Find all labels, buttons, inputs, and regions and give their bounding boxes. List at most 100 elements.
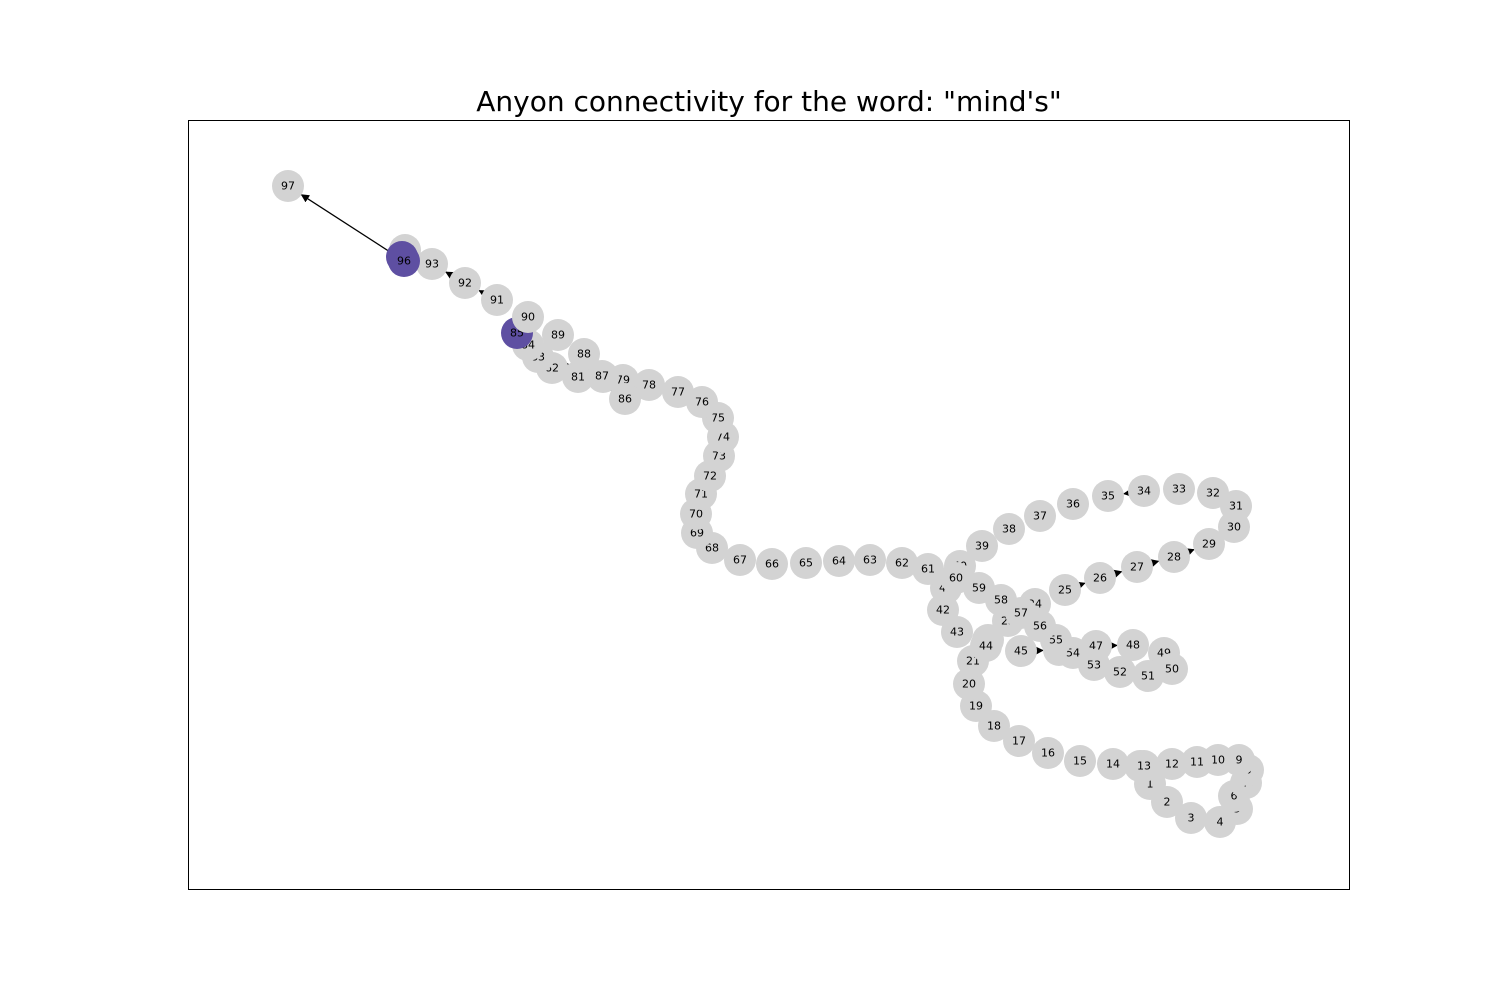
node-circle — [542, 319, 574, 351]
node-label: 53 — [1087, 659, 1101, 672]
node-76: 76 — [686, 386, 718, 418]
node-77: 77 — [662, 376, 694, 408]
node-label: 55 — [1049, 634, 1063, 647]
node-label: 29 — [1202, 538, 1216, 551]
node-label: 33 — [1172, 483, 1186, 496]
node-circle — [970, 630, 1002, 662]
node-circle — [1104, 656, 1136, 688]
node-circle — [1163, 473, 1195, 505]
node-label: 28 — [1167, 551, 1181, 564]
node-label: 37 — [1033, 510, 1047, 523]
node-circle — [1049, 574, 1081, 606]
node-3: 3 — [1175, 802, 1207, 834]
node-circle — [1097, 748, 1129, 780]
node-circle — [912, 553, 944, 585]
node-label: 42 — [936, 604, 950, 617]
node-circle — [633, 369, 665, 401]
node-11: 11 — [1181, 746, 1213, 778]
edge-28-29 — [1185, 548, 1195, 557]
node-circle — [941, 616, 973, 648]
node-label: 67 — [733, 554, 747, 567]
node-93: 93 — [416, 248, 448, 280]
node-circle — [966, 530, 998, 562]
node-label: 70 — [689, 508, 703, 521]
node-78: 78 — [633, 369, 665, 401]
node-label: 52 — [1113, 666, 1127, 679]
node-34: 34 — [1128, 475, 1160, 507]
node-label: 77 — [671, 386, 685, 399]
node-13: 13 — [1128, 750, 1160, 782]
node-circle — [724, 544, 756, 576]
node-label: 56 — [1033, 620, 1047, 633]
node-circle — [1181, 746, 1213, 778]
node-label: 96 — [397, 255, 411, 268]
node-label: 68 — [705, 542, 719, 555]
node-28: 28 — [1158, 541, 1190, 573]
node-label: 75 — [711, 412, 725, 425]
node-label: 88 — [577, 348, 591, 361]
node-2: 2 — [1151, 786, 1183, 818]
node-label: 35 — [1101, 490, 1115, 503]
node-label: 45 — [1014, 645, 1028, 658]
node-label: 12 — [1165, 758, 1179, 771]
node-circle — [1197, 477, 1229, 509]
node-label: 27 — [1130, 561, 1144, 574]
node-label: 91 — [490, 294, 504, 307]
node-layer: 0123456789101112131415161718192021222324… — [272, 170, 1264, 838]
node-label: 51 — [1141, 670, 1155, 683]
node-label: 86 — [618, 393, 632, 406]
node-circle — [388, 245, 420, 277]
node-label: 48 — [1126, 639, 1140, 652]
edge-34-35 — [1123, 488, 1132, 497]
node-52: 52 — [1104, 656, 1136, 688]
node-63: 63 — [854, 544, 886, 576]
node-90: 90 — [512, 301, 544, 333]
node-label: 30 — [1227, 521, 1241, 534]
node-label: 3 — [1188, 812, 1195, 825]
node-label: 62 — [895, 557, 909, 570]
node-65: 65 — [790, 547, 822, 579]
node-25: 25 — [1049, 574, 1081, 606]
node-label: 6 — [1231, 790, 1238, 803]
node-12: 12 — [1156, 748, 1188, 780]
node-circle — [823, 545, 855, 577]
node-label: 4 — [1217, 816, 1224, 829]
node-circle — [790, 547, 822, 579]
node-label: 20 — [962, 678, 976, 691]
node-label: 92 — [458, 277, 472, 290]
edge-96-97 — [300, 194, 391, 253]
node-label: 87 — [595, 370, 609, 383]
node-62: 62 — [886, 547, 918, 579]
node-37: 37 — [1024, 500, 1056, 532]
node-43: 43 — [941, 616, 973, 648]
node-66: 66 — [756, 548, 788, 580]
node-89: 89 — [542, 319, 574, 351]
node-39: 39 — [966, 530, 998, 562]
node-circle — [568, 338, 600, 370]
node-87: 87 — [586, 360, 618, 392]
node-circle — [1024, 500, 1056, 532]
node-label: 63 — [863, 554, 877, 567]
edge-92-93 — [445, 271, 455, 280]
node-64: 64 — [823, 545, 855, 577]
node-label: 9 — [1236, 754, 1243, 767]
node-label: 32 — [1206, 487, 1220, 500]
node-circle — [1064, 745, 1096, 777]
node-label: 11 — [1190, 756, 1204, 769]
node-label: 19 — [969, 700, 983, 713]
node-circle — [1128, 475, 1160, 507]
node-label: 57 — [1014, 607, 1028, 620]
node-circle — [1128, 750, 1160, 782]
node-48: 48 — [1117, 629, 1149, 661]
node-circle — [993, 513, 1025, 545]
node-circle — [662, 376, 694, 408]
node-circle — [512, 301, 544, 333]
node-circle — [272, 170, 304, 202]
node-label: 26 — [1093, 572, 1107, 585]
node-label: 54 — [1066, 647, 1080, 660]
node-label: 72 — [703, 470, 717, 483]
node-circle — [1121, 551, 1153, 583]
node-27: 27 — [1121, 551, 1153, 583]
node-label: 10 — [1211, 754, 1225, 767]
